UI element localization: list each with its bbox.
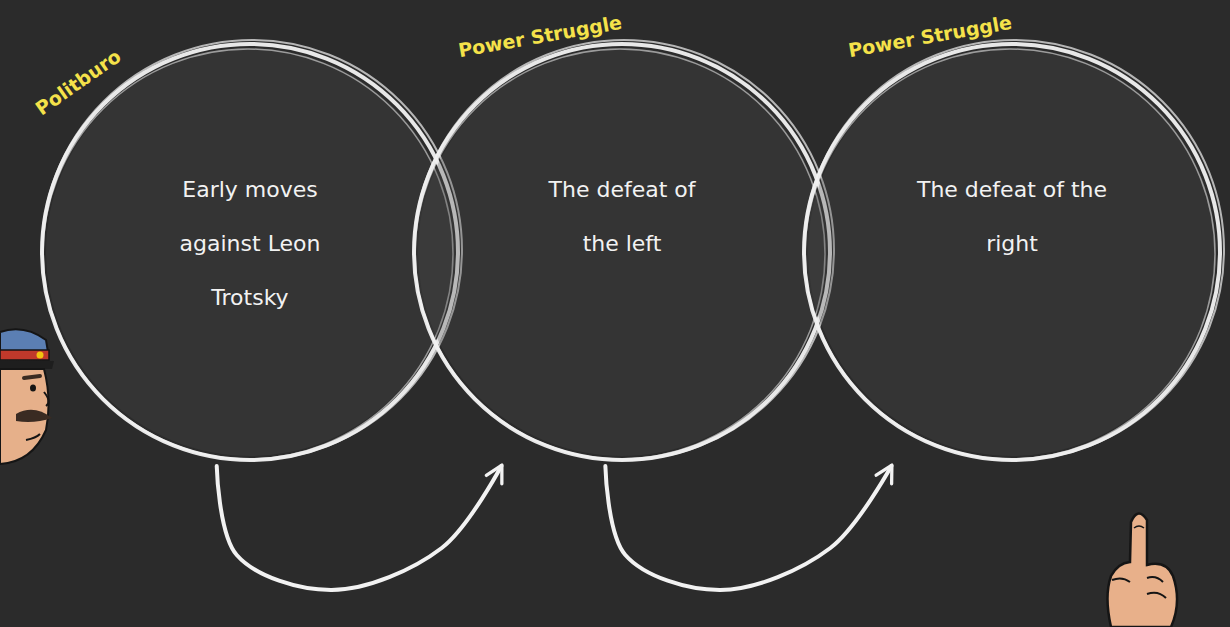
circle-node: Power StruggleThe defeat of the left: [414, 44, 830, 460]
circle-node: PolitburoEarly moves against Leon Trotsk…: [42, 44, 458, 460]
chalk-stroke: [414, 44, 830, 460]
pointing-hand: [1108, 513, 1178, 627]
node-text: The defeat of the left: [532, 163, 712, 271]
chalk-stroke: [805, 49, 1215, 459]
node-text: The defeat of the right: [905, 163, 1120, 271]
chalk-stroke: [804, 44, 1220, 460]
chalk-stroke: [42, 40, 462, 460]
chalk-stroke: [42, 44, 458, 460]
node-text: Early moves against Leon Trotsky: [160, 163, 340, 325]
circle-node: Power StruggleThe defeat of the right: [804, 44, 1220, 460]
chalk-stroke: [415, 49, 825, 459]
leader-figure: [0, 329, 54, 464]
curved-arrow: [605, 466, 891, 590]
chalk-stroke: [804, 40, 1224, 460]
curved-arrow: [217, 466, 502, 590]
chalk-stroke: [43, 49, 453, 459]
chalk-stroke: [414, 40, 834, 460]
